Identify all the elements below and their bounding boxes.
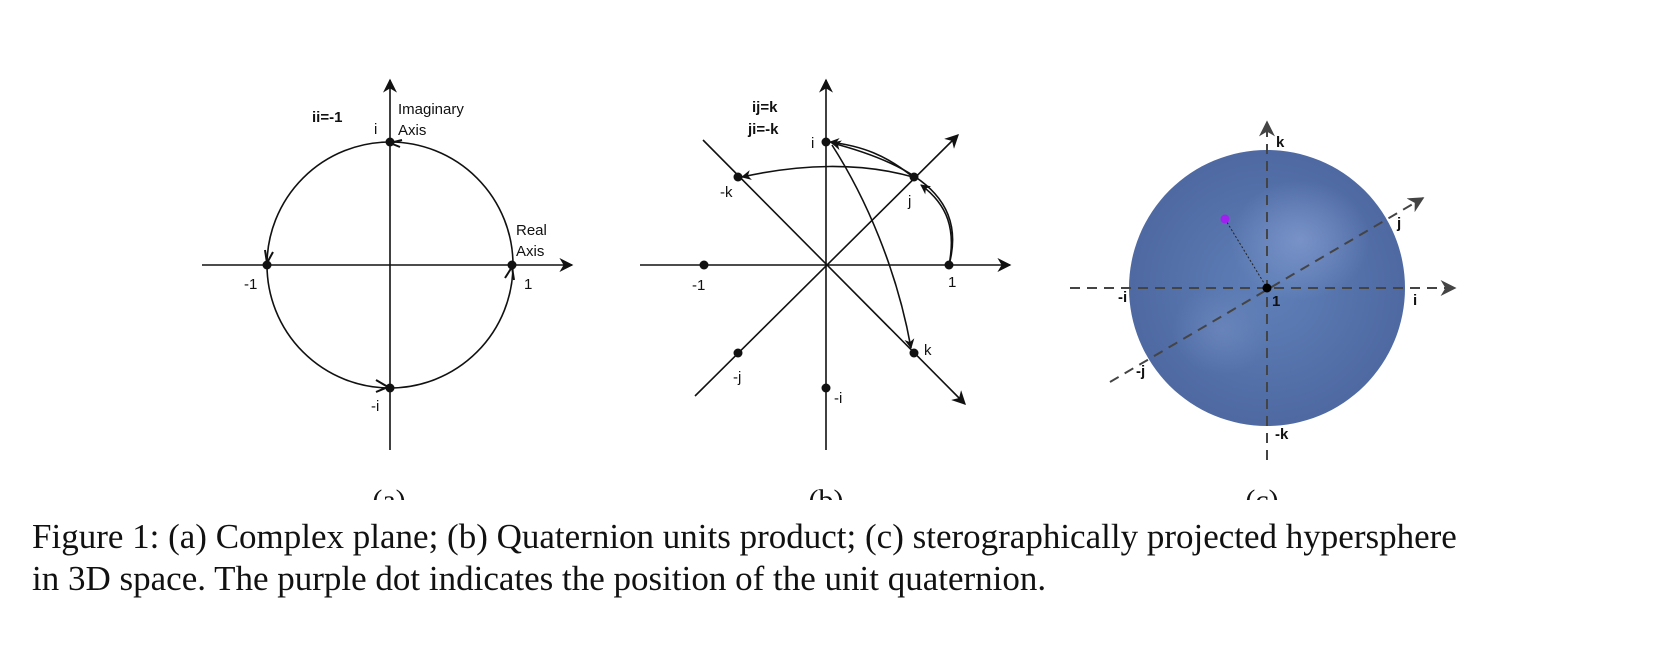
panel-a-complex-plane: ii=-1 Imaginary Axis Real Axis i -1 -i 1… (202, 78, 574, 500)
panel-a-point-i (385, 137, 395, 147)
panel-a-label-neg-one: -1 (244, 276, 257, 293)
figure-caption: Figure 1: (a) Complex plane; (b) Quatern… (32, 516, 1632, 600)
panel-a-imag-axis-label-line2: Axis (398, 122, 426, 139)
panel-c-label-k: k (1276, 134, 1285, 151)
panel-a-subcaption: (a) (372, 484, 405, 500)
panel-b-label-one: 1 (948, 274, 956, 291)
panel-b-point-neg-j (733, 348, 743, 358)
panel-c-origin-point (1262, 283, 1272, 293)
panel-c-j-axis (1109, 197, 1425, 383)
panel-b-equation-ji: ji=-k (747, 121, 779, 138)
panel-b-arc-j-to-neg-k (741, 165, 914, 180)
panel-c-hypersphere: k -k i -i j -j 1 (c) (1070, 120, 1457, 500)
panel-b-quaternion-units: ij=k ji=-k i -i 1 -1 j -j k -k (b) (640, 78, 1012, 500)
panel-a-real-axis-label-line1: Real (516, 222, 547, 239)
panel-b-label-neg-j: -j (733, 369, 741, 386)
panel-a-point-one (507, 260, 517, 270)
panel-a-label-i: i (374, 121, 377, 138)
panel-b-label-i: i (811, 135, 814, 152)
panel-a-label-one: 1 (524, 276, 532, 293)
panel-c-subcaption: (c) (1245, 484, 1278, 500)
panel-b-k-axis (702, 139, 966, 405)
panel-b-label-neg-one: -1 (692, 277, 705, 294)
panel-a-imag-axis-label-line1: Imaginary (398, 101, 464, 118)
panel-c-sphere-highlight-upper (1230, 180, 1370, 300)
panel-b-arc-one-to-j (920, 184, 953, 266)
panel-c-label-one: 1 (1272, 293, 1280, 310)
figure-caption-line2: in 3D space. The purple dot indicates th… (32, 559, 1047, 598)
panel-b-equation-ij: ij=k (752, 99, 778, 116)
panel-b-subcaption: (b) (809, 484, 844, 500)
panel-b-point-neg-i (821, 383, 831, 393)
panel-c-label-neg-k: -k (1275, 426, 1289, 443)
panel-a-equation: ii=-1 (312, 109, 342, 126)
panel-b-point-neg-one (699, 260, 709, 270)
panel-c-sphere-highlight-lower (1172, 285, 1272, 375)
panel-b-arc-one-to-i (831, 140, 954, 266)
panel-b-label-j: j (907, 193, 911, 210)
panel-a-point-neg-i (385, 383, 395, 393)
panel-c-unit-quaternion-dot (1220, 214, 1230, 224)
panel-c-label-neg-i: -i (1118, 289, 1127, 306)
panel-a-real-axis-label-line2: Axis (516, 243, 544, 260)
panel-b-point-neg-k (733, 172, 743, 182)
panel-a-point-neg-one (262, 260, 272, 270)
panel-c-label-j: j (1396, 215, 1401, 232)
panel-b-point-i (821, 137, 831, 147)
figure-1: ii=-1 Imaginary Axis Real Axis i -1 -i 1… (202, 78, 1457, 500)
panel-b-point-one (944, 260, 954, 270)
panel-b-label-neg-i: -i (834, 390, 842, 407)
figure-caption-line1: Figure 1: (a) Complex plane; (b) Quatern… (32, 517, 1457, 556)
panel-c-label-neg-j: -j (1136, 363, 1145, 380)
panel-b-arc-i-to-k (831, 144, 915, 349)
panel-b-point-j (909, 172, 919, 182)
panel-a-label-neg-i: -i (371, 398, 379, 415)
panel-c-dot-projection-line (1224, 218, 1268, 289)
panel-b-label-neg-k: -k (720, 184, 733, 201)
panel-c-label-i: i (1413, 292, 1417, 309)
panel-b-label-k: k (924, 342, 932, 359)
panel-b-point-k (909, 348, 919, 358)
panel-b-arc-j-to-i (829, 138, 914, 178)
